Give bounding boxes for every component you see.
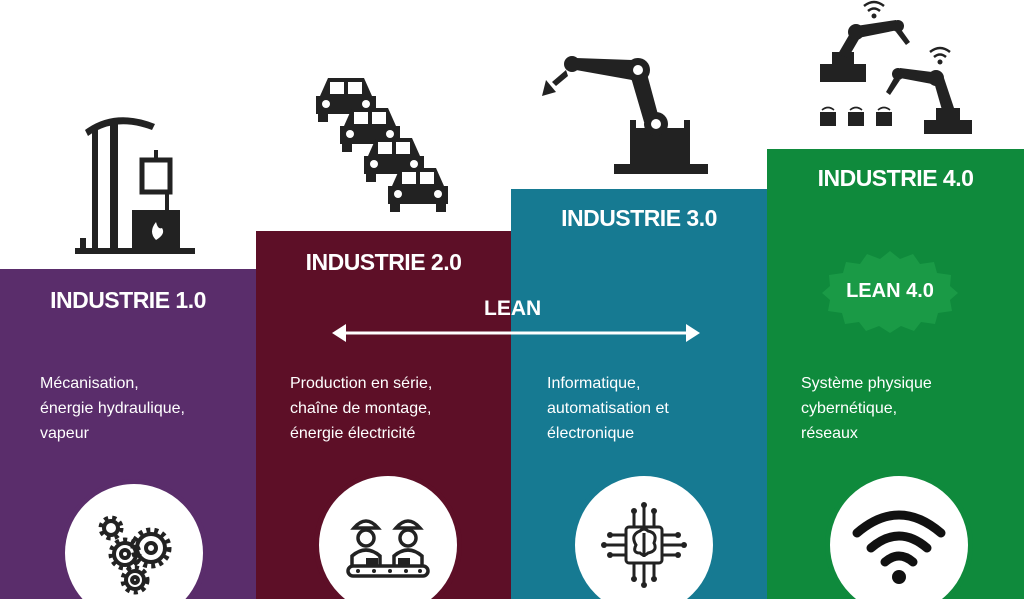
icon-circle: [570, 471, 718, 599]
column-industrie-2: INDUSTRIE 2.0 Production en série, chaîn…: [256, 231, 511, 599]
double-arrow-icon: [332, 324, 700, 342]
cars-line-icon: [316, 78, 448, 212]
robot-arm-icon: [542, 56, 708, 174]
icon-circle: [314, 471, 462, 599]
lean4-badge: LEAN 4.0: [820, 249, 960, 333]
connected-robots-icon: [820, 0, 972, 134]
lean4-label: LEAN 4.0: [846, 279, 934, 302]
column-description: Informatique, automatisation et électron…: [547, 375, 669, 442]
column-description: Mécanisation, énergie hydraulique, vapeu…: [40, 375, 185, 442]
lean-label: LEAN: [484, 297, 542, 320]
chip-brain-icon: [601, 502, 687, 588]
starburst-badge-icon: [822, 251, 958, 333]
assembly-workers-icon: [346, 519, 430, 578]
column-title: INDUSTRIE 1.0: [50, 287, 206, 313]
gears-icon: [98, 515, 172, 595]
icon-circle: [825, 471, 973, 599]
column-description: Production en série, chaîne de montage, …: [290, 375, 433, 442]
wifi-icon: [852, 510, 946, 584]
column-industrie-3: INDUSTRIE 3.0 Informatique, automatisati…: [511, 189, 767, 599]
column-title: INDUSTRIE 2.0: [305, 249, 462, 275]
icon-circle: [60, 479, 208, 599]
column-industrie-4: INDUSTRIE 4.0 Système physique cybernéti…: [767, 149, 1024, 599]
column-title: INDUSTRIE 4.0: [817, 165, 974, 191]
column-description: Système physique cybernétique, réseaux: [801, 375, 932, 442]
steam-pump-icon: [75, 117, 195, 254]
column-title: INDUSTRIE 3.0: [561, 205, 717, 231]
column-industrie-1: INDUSTRIE 1.0 Mécanisation, énergie hydr…: [0, 269, 256, 599]
